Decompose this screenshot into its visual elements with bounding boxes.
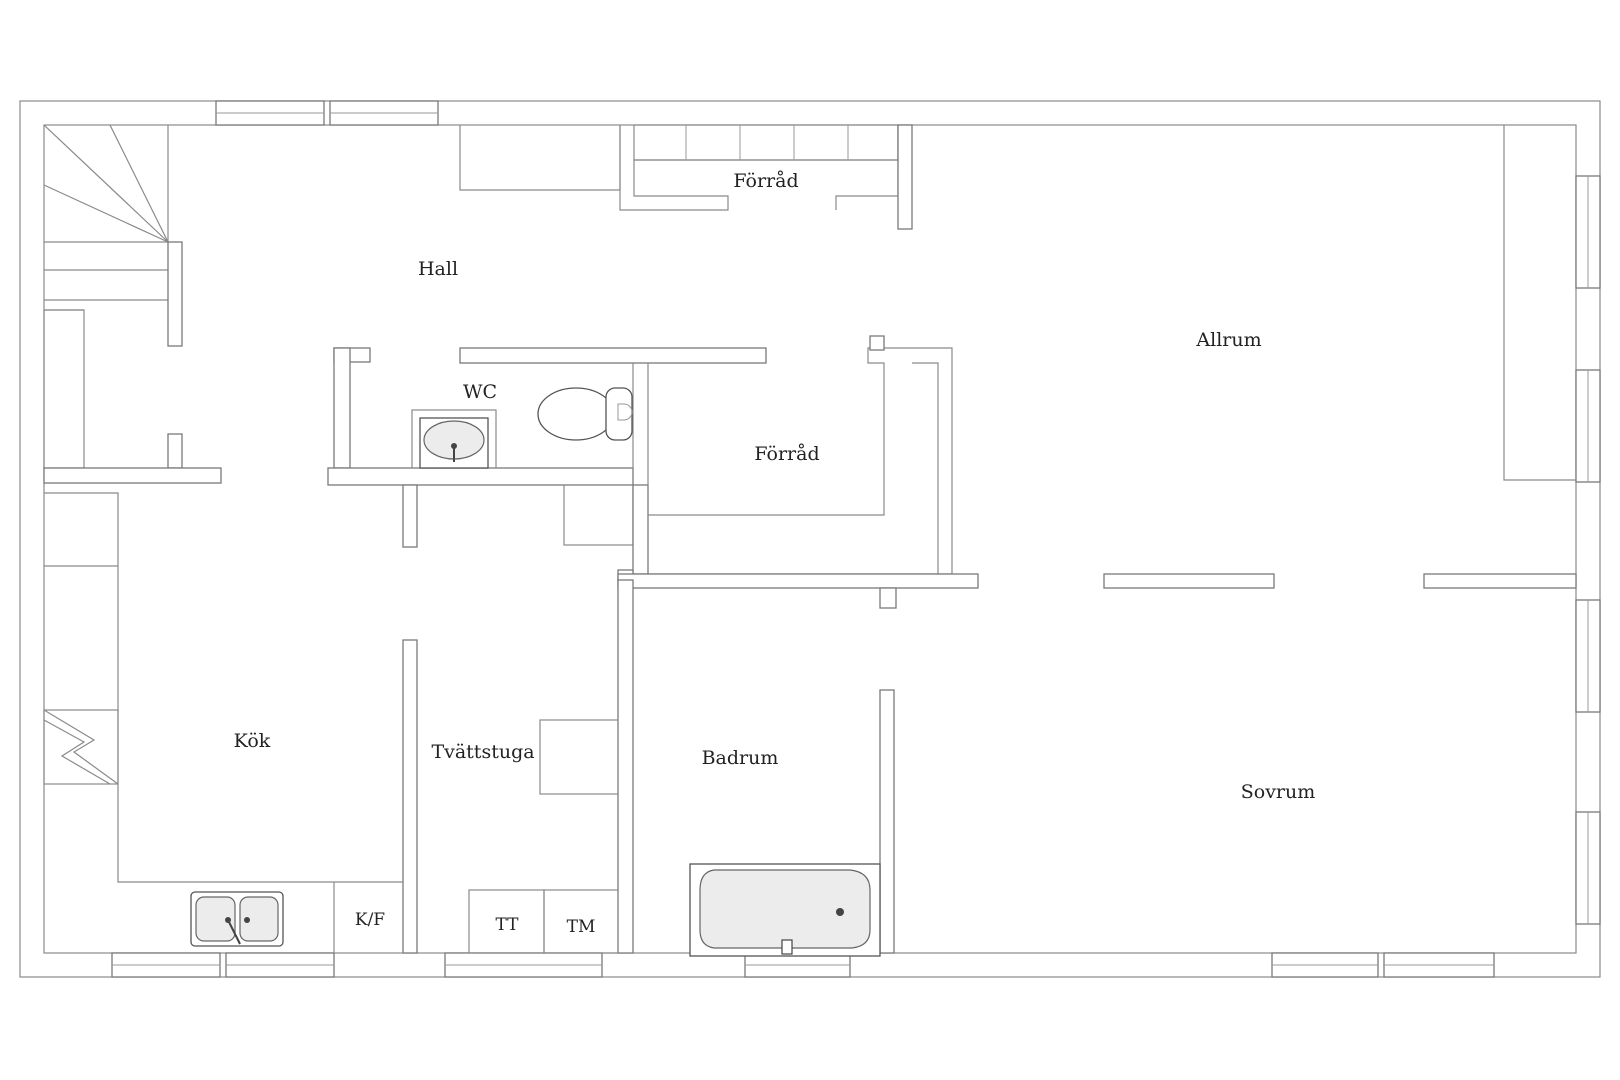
room-label-badrum: Badrum	[702, 747, 779, 769]
staircase-icon	[43, 124, 183, 469]
outer-walls	[19, 100, 1601, 978]
room-label-forrad-mid: Förråd	[754, 443, 819, 465]
room-label-tvattstuga: Tvättstuga	[431, 741, 534, 763]
toilet-icon	[537, 387, 633, 441]
room-label-wc: WC	[463, 381, 497, 403]
room-label-allrum: Allrum	[1195, 329, 1261, 351]
washbasin-icon	[411, 409, 497, 469]
windows	[111, 100, 1601, 978]
room-label-sovrum: Sovrum	[1241, 781, 1316, 803]
room-labels: Hall Förråd Allrum WC Förråd Kök Tvättst…	[234, 170, 1316, 803]
room-label-kok: Kök	[234, 730, 271, 752]
appliance-label-tt: TT	[496, 915, 520, 935]
appliance-label-tm: TM	[567, 917, 596, 937]
interior-walls	[43, 124, 1577, 954]
room-label-hall: Hall	[418, 258, 458, 280]
sink-icon	[190, 891, 284, 947]
fireplace-icon	[43, 709, 119, 785]
appliance-label-kf: K/F	[355, 910, 385, 930]
bathtub-icon	[689, 863, 881, 957]
room-label-forrad-top: Förråd	[733, 170, 798, 192]
appliance-labels: K/F TT TM	[355, 910, 595, 937]
